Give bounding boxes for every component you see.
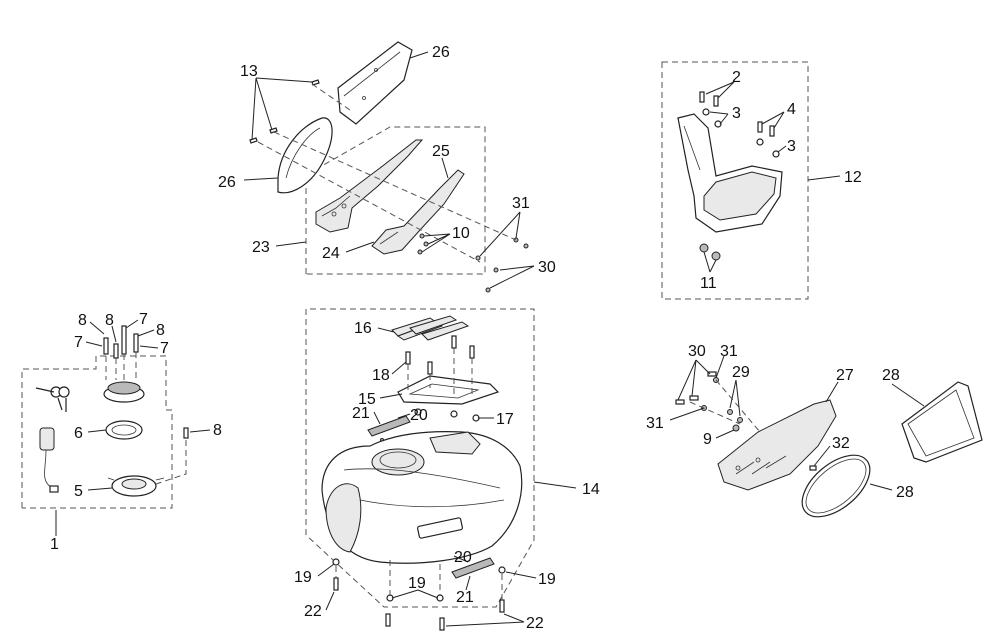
part-28-lens-rect [901, 381, 983, 463]
callout-14: 14 [582, 481, 600, 498]
callout-29: 29 [732, 364, 750, 381]
callout-25: 25 [432, 143, 450, 160]
part-21-badge-top [367, 415, 411, 437]
part-27-mount-bracket [717, 399, 837, 491]
part-16-rubber-strips [391, 315, 470, 341]
callout-11: 11 [700, 275, 717, 292]
callout-17: 17 [496, 411, 514, 428]
callout-28: 28 [882, 367, 900, 384]
callout-2: 2 [732, 69, 741, 86]
callout-27: 27 [836, 367, 854, 384]
callout-10: 10 [452, 225, 470, 242]
part-15-rack-plate [397, 375, 500, 405]
part-6-seal-ring [105, 420, 143, 440]
callout-8: 8 [156, 322, 165, 339]
callout-31: 31 [646, 415, 664, 432]
part-23-bracket [315, 139, 424, 233]
callout-22: 22 [526, 615, 544, 632]
callout-21: 21 [456, 589, 474, 606]
callout-19: 19 [408, 575, 426, 592]
callout-8: 8 [213, 422, 222, 439]
callout-3: 3 [732, 105, 741, 122]
callout-19: 19 [538, 571, 556, 588]
callout-30: 30 [688, 343, 706, 360]
fasteners-18 [405, 335, 475, 375]
callout-15: 15 [358, 391, 376, 408]
leader-lines [55, 51, 925, 627]
part-24-hugger [371, 169, 465, 255]
callout-7: 7 [139, 311, 148, 328]
callout-7: 7 [74, 334, 83, 351]
callout-18: 18 [372, 367, 390, 384]
callout-13: 13 [240, 63, 258, 80]
fasteners-11 [699, 243, 721, 261]
part-keys [35, 386, 70, 412]
callout-16: 16 [354, 320, 372, 337]
callout-9: 9 [703, 431, 712, 448]
group-box-fuel-tank [305, 308, 535, 608]
part-5-filler-neck [107, 475, 165, 497]
callout-8: 8 [105, 312, 114, 329]
callout-31: 31 [720, 343, 738, 360]
part-21-badge-bottom [451, 557, 495, 579]
callout-8: 8 [78, 312, 87, 329]
callout-23: 23 [252, 239, 270, 256]
callout-22: 22 [304, 603, 322, 620]
part-fuel-cap-top [103, 381, 145, 403]
part-12-storage-tray [677, 113, 783, 233]
part-26-oval-lens [277, 117, 333, 194]
callout-19: 19 [294, 569, 312, 586]
part-28-seal-ring [801, 454, 871, 518]
callout-1: 1 [50, 536, 59, 553]
callout-5: 5 [74, 483, 83, 500]
callout-12: 12 [844, 169, 862, 186]
group-box-storage-tray [661, 61, 809, 300]
callout-32: 32 [832, 435, 850, 452]
callout-3: 3 [787, 138, 796, 155]
callout-numbers: 1 2 3 3 4 5 6 7 7 7 8 8 8 8 9 10 11 12 1… [50, 44, 914, 632]
callout-26: 26 [218, 174, 236, 191]
part-14-fuel-tank [321, 431, 523, 564]
fasteners-2-3-4 [699, 91, 780, 158]
callout-30: 30 [538, 259, 556, 276]
callout-20: 20 [454, 549, 472, 566]
callout-31: 31 [512, 195, 530, 212]
group-box-seat-cowl [305, 126, 486, 275]
fasteners-30-31-top [475, 237, 529, 293]
callout-6: 6 [74, 425, 83, 442]
callout-26: 26 [432, 44, 450, 61]
group-box-fuel-cap [21, 355, 173, 509]
callout-28: 28 [896, 484, 914, 501]
part-lock-barrel [39, 427, 59, 493]
part-26-cover-plate [337, 41, 413, 125]
callout-20: 20 [410, 407, 428, 424]
callout-7: 7 [160, 340, 169, 357]
fasteners-7-8 [103, 325, 189, 439]
callout-4: 4 [787, 101, 796, 118]
callout-24: 24 [322, 245, 340, 262]
fasteners-13 [249, 79, 320, 144]
callout-21: 21 [352, 405, 370, 422]
